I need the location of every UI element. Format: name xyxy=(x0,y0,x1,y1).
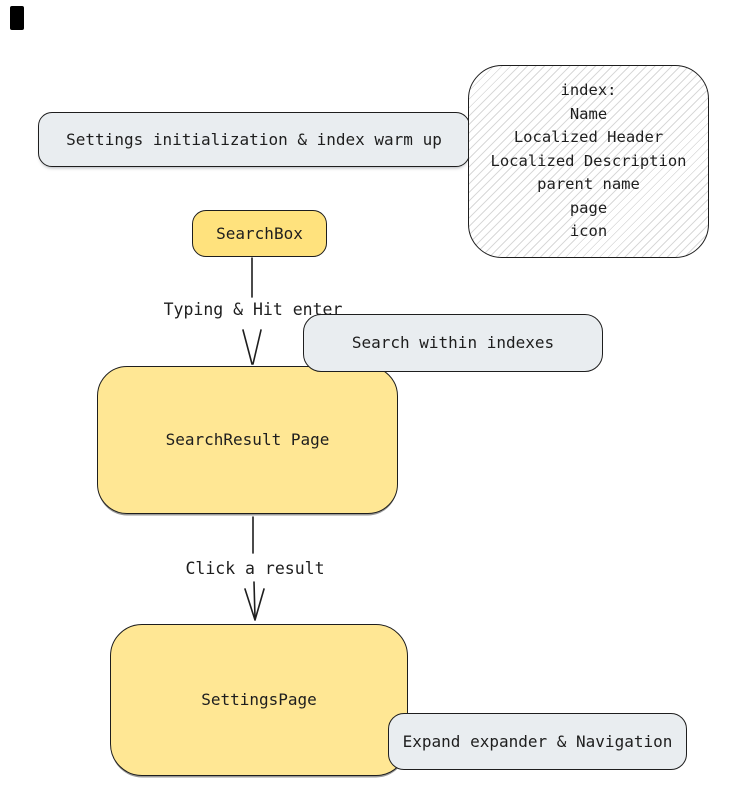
node-expand-expander-navigation-label: Expand expander & Navigation xyxy=(402,731,673,751)
stray-black-rectangle xyxy=(10,6,24,30)
node-search-within-indexes-label: Search within indexes xyxy=(351,333,555,352)
index-note-line: page xyxy=(569,198,608,217)
node-search-within-indexes: Search within indexes xyxy=(303,314,603,372)
edge-label-click: Click a result xyxy=(185,559,325,578)
node-expand-expander-navigation: Expand expander & Navigation xyxy=(388,713,687,770)
node-settings-initialization-label: Settings initialization & index warm up xyxy=(66,129,442,149)
node-searchresult-page: SearchResult Page xyxy=(97,366,398,514)
node-searchresult-page-label: SearchResult Page xyxy=(165,430,330,449)
node-settingspage-label: SettingsPage xyxy=(201,690,317,709)
node-index-note: index: Name Localized Header Localized D… xyxy=(468,65,709,258)
edge-label-typing: Typing & Hit enter xyxy=(163,300,343,319)
node-searchbox-label: SearchBox xyxy=(216,223,303,243)
index-note-line: parent name xyxy=(537,175,640,194)
index-note-line: icon xyxy=(569,222,608,241)
arrow-typing-head xyxy=(242,329,262,365)
index-note-line: Name xyxy=(569,104,608,123)
arrow-click-shaft-bottom xyxy=(253,581,256,619)
index-note-line: Localized Description xyxy=(490,151,687,170)
arrow-click-head xyxy=(244,588,265,621)
index-note-line: Localized Header xyxy=(513,128,664,147)
node-searchbox: SearchBox xyxy=(192,210,327,257)
node-settingspage: SettingsPage xyxy=(110,624,408,776)
index-note-line: index: xyxy=(560,81,617,100)
node-settings-initialization: Settings initialization & index warm up xyxy=(38,112,470,167)
